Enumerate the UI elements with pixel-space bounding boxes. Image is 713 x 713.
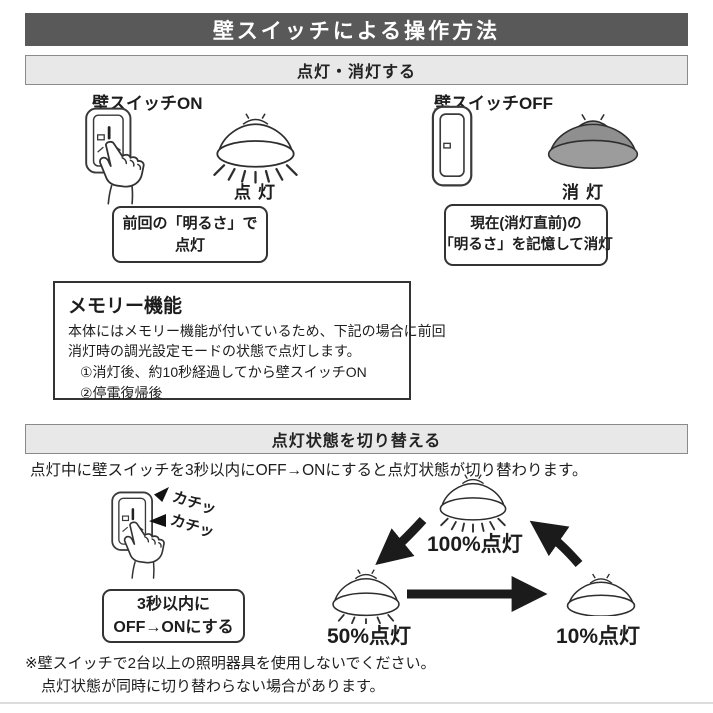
ceiling-light-50-icon bbox=[320, 568, 412, 624]
light-off-note-line2: 「明るさ」を記憶して消灯 bbox=[439, 237, 613, 253]
page-title-banner: 壁スイッチによる操作方法 bbox=[25, 13, 688, 46]
footnote-line1: ※壁スイッチで2台以上の照明器具を使用しないでください。 bbox=[25, 655, 436, 672]
wall-switch-click-with-hand-icon bbox=[110, 483, 206, 589]
wall-switch-off-icon bbox=[430, 105, 476, 189]
light-on-note-box: 前回の「明るさ」で 点灯 bbox=[112, 206, 268, 263]
bottom-divider bbox=[0, 702, 713, 704]
memory-body-line2: 消灯時の調光設定モードの状態で点灯します。 bbox=[68, 343, 361, 360]
state-50-label: 50%点灯 bbox=[327, 625, 412, 648]
state-100-label: 100%点灯 bbox=[427, 533, 523, 556]
three-seconds-note-box: 3秒以内に OFF→ONにする bbox=[102, 589, 245, 643]
ceiling-light-100-icon bbox=[427, 473, 519, 535]
light-off-caption: 消灯 bbox=[562, 183, 610, 202]
wall-switch-on-with-hand-icon bbox=[82, 107, 192, 207]
ceiling-light-on-icon bbox=[203, 110, 308, 192]
three-seconds-line1: 3秒以内に bbox=[137, 595, 210, 613]
section2-description: 点灯中に壁スイッチを3秒以内にOFF→ONにすると点灯状態が切り替わります。 bbox=[30, 462, 588, 479]
footnote-line2: 点灯状態が同時に切り替わらない場合があります。 bbox=[41, 678, 385, 695]
memory-title: メモリー機能 bbox=[68, 296, 183, 317]
section1-header-bar: 点灯・消灯する bbox=[25, 55, 688, 85]
memory-item1: ①消灯後、約10秒経過してから壁スイッチON bbox=[80, 363, 367, 380]
state-10-label: 10%点灯 bbox=[556, 625, 641, 648]
section1-header: 点灯・消灯する bbox=[296, 64, 416, 81]
memory-body-line1: 本体にはメモリー機能が付いているため、下記の場合に前回 bbox=[68, 323, 446, 339]
page-title: 壁スイッチによる操作方法 bbox=[212, 19, 501, 43]
light-on-note-line1: 前回の「明るさ」で bbox=[122, 214, 258, 232]
memory-function-box: メモリー機能 本体にはメモリー機能が付いているため、下記の場合に前回 消灯時の調… bbox=[53, 281, 446, 401]
ceiling-light-off-icon bbox=[532, 112, 654, 170]
light-on-caption: 点灯 bbox=[234, 183, 282, 202]
light-off-note-line1: 現在(消灯直前)の bbox=[470, 215, 582, 232]
light-on-note-line2: 点灯 bbox=[174, 236, 205, 254]
light-off-note-box: 現在(消灯直前)の 「明るさ」を記憶して消灯 bbox=[439, 204, 613, 266]
section2-header-bar: 点灯状態を切り替える bbox=[25, 424, 688, 454]
three-seconds-line2: OFF→ONにする bbox=[113, 619, 234, 636]
arrow-100-to-50 bbox=[375, 516, 427, 566]
memory-item2: ②停電復帰後 bbox=[80, 384, 163, 401]
ceiling-light-10-icon bbox=[555, 572, 647, 616]
section2-header: 点灯状態を切り替える bbox=[271, 433, 442, 450]
arrow-10-to-100 bbox=[529, 520, 583, 567]
